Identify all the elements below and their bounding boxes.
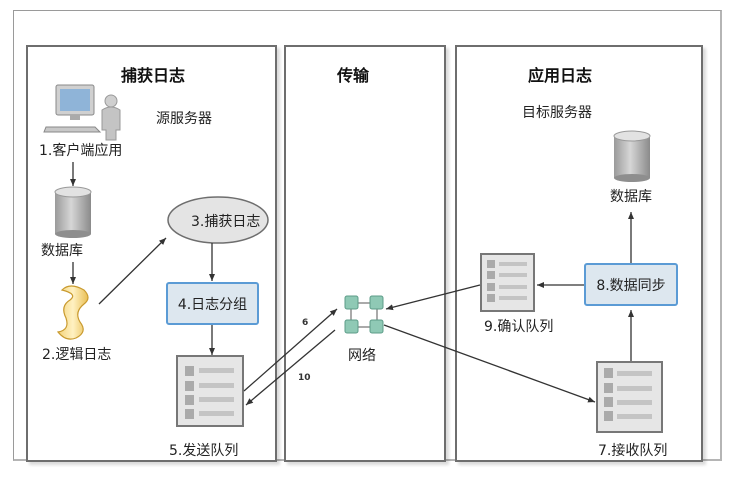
capture-panel-title: 捕获日志: [121, 66, 186, 85]
database-label: 数据库: [41, 243, 83, 259]
logic-log-label: 2.逻辑日志: [42, 347, 112, 363]
arrow-network-to-receive: [383, 324, 596, 403]
edge-label-6: 6: [302, 318, 309, 328]
log-group-label: 4.日志分组: [177, 296, 248, 313]
data-sync-node: 8.数据同步: [584, 263, 678, 306]
capture-log-label: 3.捕获日志: [191, 214, 261, 230]
capture-log-node: [167, 196, 269, 244]
send-queue-icon: [176, 355, 244, 427]
edge-label-10: 10: [298, 373, 311, 383]
receive-queue-label: 7.接收队列: [598, 443, 668, 459]
arrow-send-to-network: [243, 308, 338, 392]
arrow-network-to-send: [245, 329, 336, 406]
log-group-node: 4.日志分组: [166, 282, 259, 325]
network-label: 网络: [348, 348, 376, 364]
source-server-label: 源服务器: [156, 111, 212, 127]
ack-queue-icon: [480, 253, 535, 312]
arrow-ack-to-network: [385, 284, 481, 311]
panel-transport: [284, 45, 446, 462]
send-queue-label: 5.发送队列: [169, 443, 239, 459]
target-database-label: 数据库: [610, 189, 652, 205]
transport-panel-title: 传输: [337, 66, 370, 85]
apply-panel-title: 应用日志: [528, 66, 593, 85]
computer-user-icon: [43, 84, 121, 141]
arrow-log-to-capture: [98, 237, 167, 305]
network-icon: [344, 295, 384, 334]
target-server-label: 目标服务器: [522, 105, 592, 121]
data-sync-label: 8.数据同步: [596, 277, 666, 294]
ack-queue-label: 9.确认队列: [484, 319, 554, 335]
client-app-label: 1.客户端应用: [39, 143, 123, 159]
target-database-icon: [613, 130, 651, 182]
scroll-log-icon: [56, 285, 89, 340]
receive-queue-icon: [596, 361, 663, 433]
database-icon: [54, 186, 92, 238]
